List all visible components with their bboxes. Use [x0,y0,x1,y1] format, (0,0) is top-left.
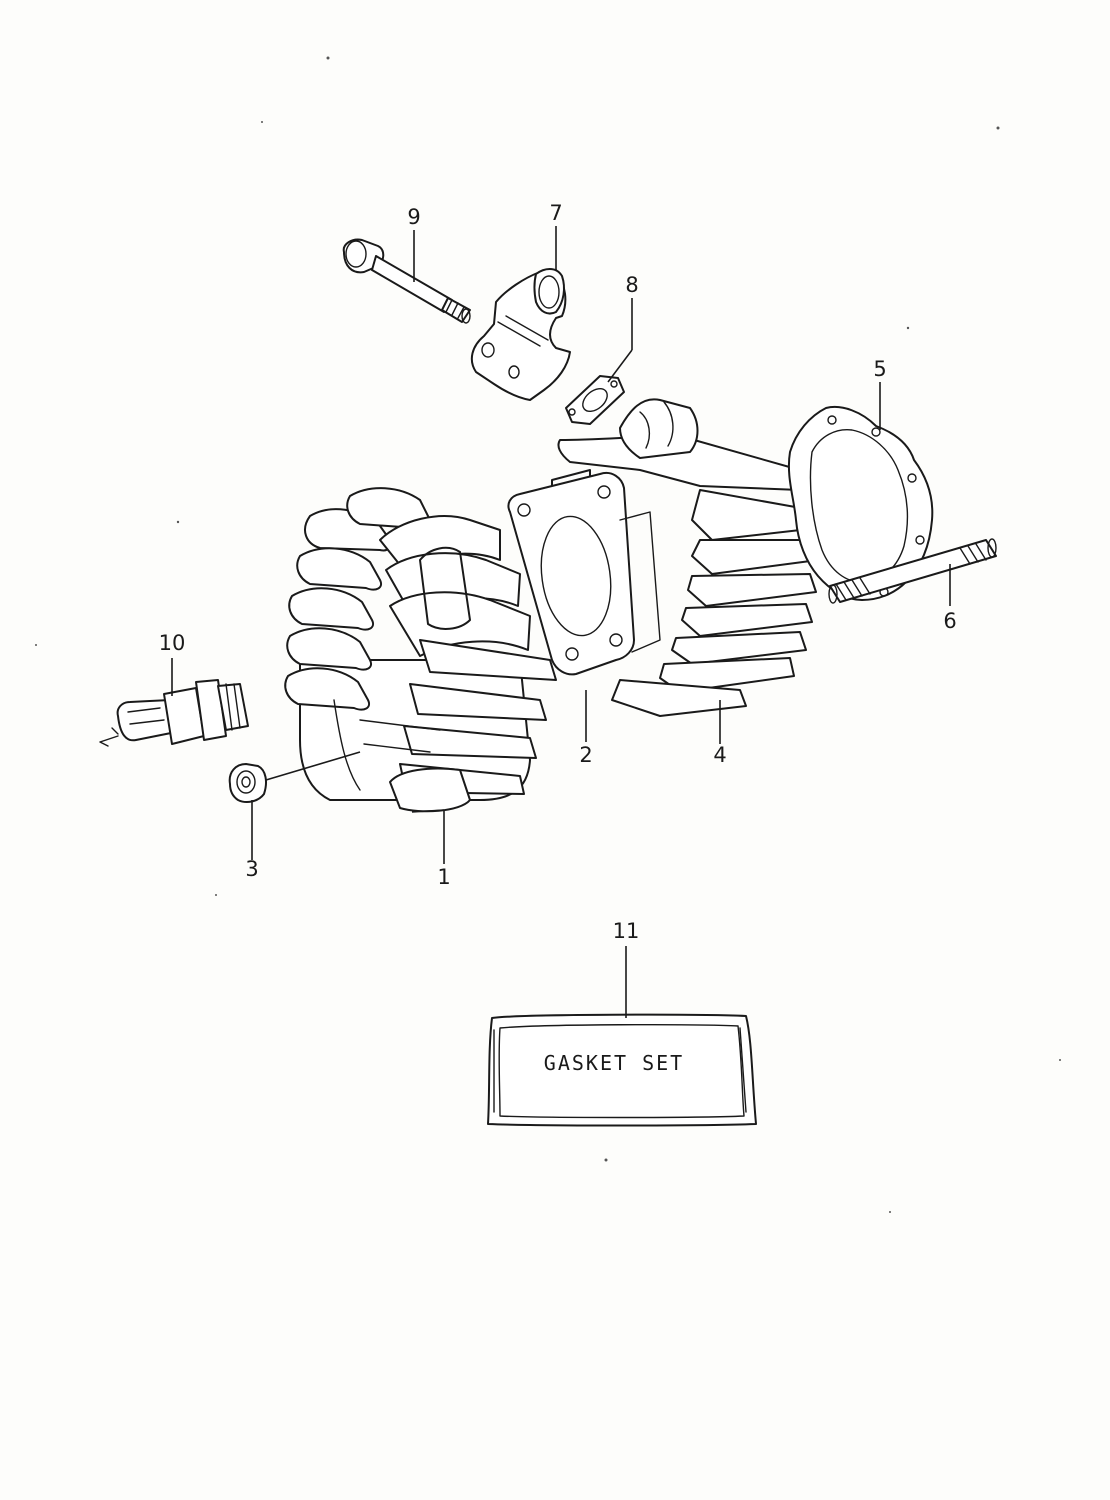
stud-bolt-icon [828,538,997,604]
intake-pipe-icon [470,268,571,401]
gasket-set-box-icon [487,1013,757,1127]
callout-3: 3 [245,857,258,881]
callout-7: 7 [549,201,562,225]
leader-lines [171,226,951,1018]
callout-1: 1 [437,865,450,889]
callout-10: 10 [159,631,186,655]
bolt-icon [342,238,471,324]
scan-noise [35,56,1061,1213]
callout-4: 4 [713,743,726,767]
spark-plug-icon [99,679,249,747]
base-gasket-icon [787,406,934,601]
callout-11: 11 [613,919,640,943]
cylinder-head-icon [284,487,557,813]
intake-gasket-icon [565,375,625,425]
cylinder-icon [551,398,819,717]
callout-5: 5 [873,357,886,381]
callout-9: 9 [407,205,420,229]
callout-labels: 9 7 8 5 6 10 2 4 3 1 11 [159,201,957,943]
gasket-set-label: GASKET SET [544,1051,684,1075]
head-gasket-icon [507,472,661,676]
callout-6: 6 [943,609,956,633]
callout-8: 8 [625,273,638,297]
nut-icon [228,763,267,803]
callout-2: 2 [579,743,592,767]
